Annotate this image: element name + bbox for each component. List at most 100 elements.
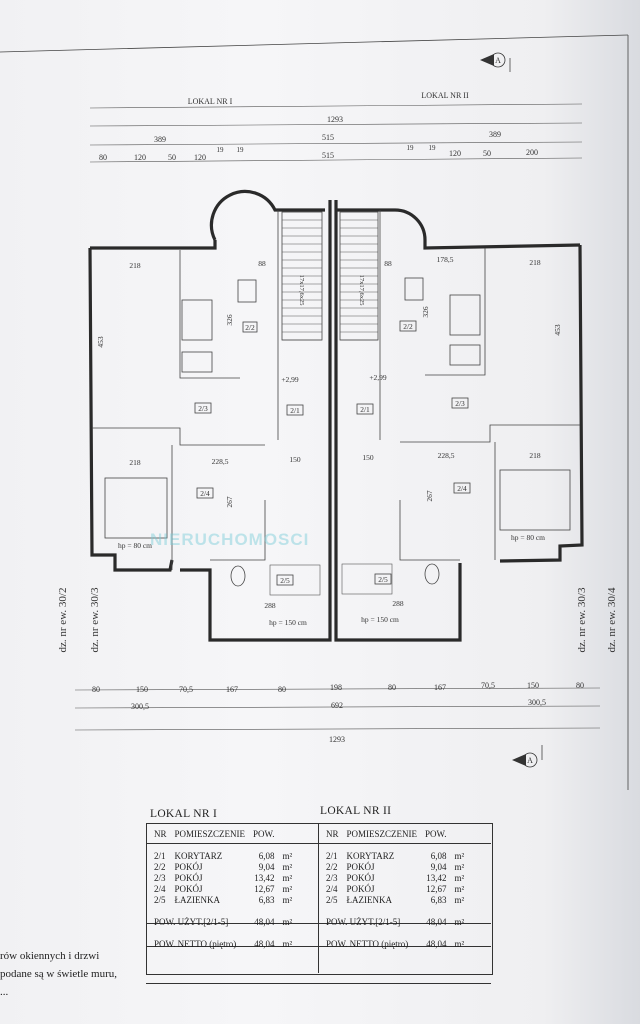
room-label: 2/3 xyxy=(455,399,465,408)
table-bottom-rule xyxy=(146,983,491,984)
svg-text:+2,99: +2,99 xyxy=(369,373,387,382)
svg-text:288: 288 xyxy=(392,599,404,608)
dim-top-r3-0: 80 xyxy=(99,153,107,162)
top-dimensions: 1293 389 515 389 80 120 50 120 19 19 515… xyxy=(89,103,583,163)
svg-text:80: 80 xyxy=(278,685,286,694)
svg-text:88: 88 xyxy=(384,259,392,268)
svg-text:150: 150 xyxy=(136,685,148,694)
svg-text:+2,99: +2,99 xyxy=(281,375,299,384)
svg-text:218: 218 xyxy=(529,451,541,460)
svg-text:218: 218 xyxy=(129,261,141,270)
table-title-right: LOKAL NR II xyxy=(320,805,392,817)
dim-top-r3-6: 515 xyxy=(322,151,334,160)
staircase-left: 17x17,6x25 xyxy=(281,211,323,341)
svg-text:218: 218 xyxy=(129,458,141,467)
svg-text:80: 80 xyxy=(92,685,100,694)
dim-top-r3-1: 120 xyxy=(134,153,146,162)
svg-text:A: A xyxy=(527,756,533,765)
table-sum-rule xyxy=(146,923,491,924)
svg-text:453: 453 xyxy=(553,324,562,336)
room-label: 2/5 xyxy=(378,575,388,584)
dim-top-389-left: 389 xyxy=(154,135,166,144)
interior-dimensions: 218 218 218 218 228,5 228,5 150 150 88 8… xyxy=(96,255,562,627)
furniture xyxy=(104,277,571,596)
room-label: 2/5 xyxy=(280,576,290,585)
dim-top-r3-10: 50 xyxy=(483,149,491,158)
note-line-3: ... xyxy=(0,986,9,998)
area-table-frame xyxy=(146,823,493,975)
svg-text:150: 150 xyxy=(527,681,539,690)
svg-text:300,5: 300,5 xyxy=(131,702,149,711)
svg-text:288: 288 xyxy=(264,601,276,610)
svg-text:hp = 80 cm: hp = 80 cm xyxy=(511,533,545,542)
svg-text:80: 80 xyxy=(576,681,584,690)
svg-text:267: 267 xyxy=(425,490,434,502)
svg-text:1293: 1293 xyxy=(329,735,345,744)
table-divider xyxy=(318,823,319,973)
svg-text:70,5: 70,5 xyxy=(481,681,495,690)
plot-labels: dz. nr ew. 30/2 dz. nr ew. 30/3 dz. nr e… xyxy=(57,587,618,652)
note-line-2: podane są w świetle muru, xyxy=(0,968,117,980)
svg-text:17x17,6x25: 17x17,6x25 xyxy=(298,275,305,306)
svg-text:A: A xyxy=(495,56,501,65)
svg-text:17x17,6x25: 17x17,6x25 xyxy=(358,275,365,306)
svg-text:267: 267 xyxy=(225,496,234,508)
table-header-rule xyxy=(146,843,491,844)
unit-label-left: LOKAL NR I xyxy=(188,97,233,106)
svg-text:167: 167 xyxy=(434,683,446,692)
floor-plan: LOKAL NR I LOKAL NR II 1293 389 515 389 … xyxy=(0,34,629,790)
svg-text:178,5: 178,5 xyxy=(437,255,454,264)
svg-text:300,5: 300,5 xyxy=(528,698,546,707)
note-line-1: rów okiennych i drzwi xyxy=(0,950,100,962)
svg-text:150: 150 xyxy=(362,453,374,462)
table-title-left: LOKAL NR I xyxy=(150,808,218,820)
svg-text:hp = 150 cm: hp = 150 cm xyxy=(269,618,307,627)
svg-text:dz. nr ew. 30/2: dz. nr ew. 30/2 xyxy=(57,588,69,653)
dim-top-r3-8: 19 xyxy=(429,144,437,152)
room-label: 2/4 xyxy=(200,489,210,498)
section-marker-bottom: A xyxy=(512,745,543,768)
svg-text:326: 326 xyxy=(421,306,430,318)
dim-top-r3-2: 50 xyxy=(168,153,176,162)
dim-top-r3-7: 19 xyxy=(407,144,415,152)
svg-text:dz. nr ew. 30/4: dz. nr ew. 30/4 xyxy=(606,587,618,652)
svg-text:70,5: 70,5 xyxy=(179,685,193,694)
section-marker-top: A xyxy=(480,52,511,72)
bottom-dimensions: 80 150 70,5 167 80 198 80 167 70,5 150 8… xyxy=(74,681,601,744)
svg-text:150: 150 xyxy=(289,455,301,464)
svg-text:80: 80 xyxy=(388,683,396,692)
svg-text:hp = 150 cm: hp = 150 cm xyxy=(361,615,399,624)
svg-text:88: 88 xyxy=(258,259,266,268)
room-labels: 2/2 2/3 2/1 2/4 2/5 2/2 2/3 2/1 2/4 2/5 xyxy=(194,320,471,586)
room-label: 2/4 xyxy=(457,484,467,493)
svg-text:hp = 80 cm: hp = 80 cm xyxy=(118,541,152,550)
svg-text:dz. nr ew. 30/3: dz. nr ew. 30/3 xyxy=(89,587,101,652)
room-label: 2/1 xyxy=(360,405,370,414)
dim-top-389-right: 389 xyxy=(489,130,501,139)
svg-text:167: 167 xyxy=(226,685,238,694)
staircase-right: 17x17,6x25 xyxy=(339,211,379,341)
unit-label-right: LOKAL NR II xyxy=(421,91,469,100)
svg-text:453: 453 xyxy=(96,336,105,348)
dim-top-515: 515 xyxy=(322,133,334,142)
dim-top-r3-3: 120 xyxy=(194,153,206,162)
svg-text:692: 692 xyxy=(331,701,343,710)
room-label: 2/1 xyxy=(290,406,300,415)
